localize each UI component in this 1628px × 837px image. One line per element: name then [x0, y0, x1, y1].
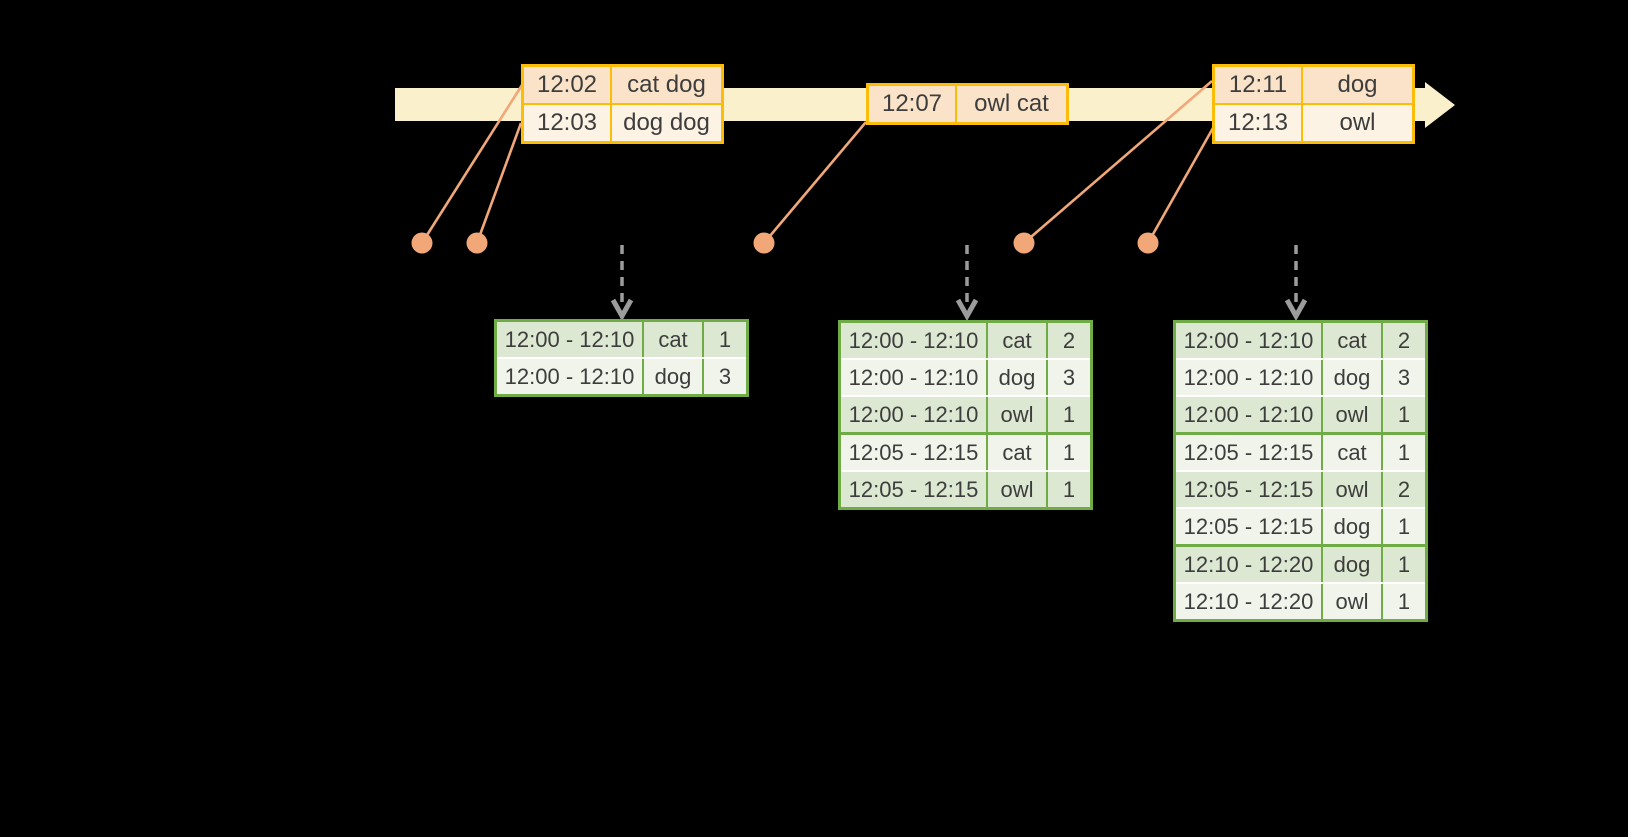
event-row: 12:13 owl	[1215, 103, 1412, 141]
event-dot	[466, 232, 488, 254]
count-cell: 1	[1397, 440, 1411, 465]
word-cell: cat	[1323, 435, 1383, 470]
window-cell: 12:05 - 12:15	[1176, 509, 1323, 544]
event-dot	[1013, 232, 1035, 254]
word-cell: dog	[644, 359, 704, 394]
word-cell: owl	[1323, 397, 1383, 432]
event-connector-line	[475, 122, 523, 244]
count-cell: 1	[1397, 552, 1411, 577]
window-cell: 12:00 - 12:10	[841, 360, 988, 395]
count-cell: 3	[718, 364, 732, 389]
event-table-3: 12:11 dog 12:13 owl	[1212, 64, 1415, 144]
window-cell: 12:00 - 12:10	[1176, 397, 1323, 432]
word-cell: dog	[1323, 547, 1383, 582]
event-time-cell: 12:13	[1215, 105, 1303, 141]
timeline-arrowhead-icon	[1425, 82, 1455, 128]
event-connector-line	[1023, 80, 1213, 244]
event-words-cell: cat dog	[627, 71, 706, 98]
word-cell: cat	[644, 322, 704, 357]
word-cell: owl	[988, 472, 1048, 507]
window-cell: 12:00 - 12:10	[1176, 360, 1323, 395]
trigger-arrowhead-icon	[955, 298, 979, 322]
word-cell: owl	[1323, 584, 1383, 619]
event-words-cell: dog	[1337, 71, 1378, 98]
trigger-arrowhead-icon	[1284, 298, 1308, 322]
window-cell: 12:10 - 12:20	[1176, 547, 1323, 582]
count-cell: 1	[1062, 402, 1076, 427]
count-cell: 1	[1397, 402, 1411, 427]
event-connector-line	[420, 84, 524, 244]
event-words-cell: owl cat	[974, 90, 1049, 117]
event-dot	[411, 232, 433, 254]
event-words-cell: dog dog	[623, 109, 710, 136]
window-cell: 12:00 - 12:10	[497, 322, 644, 357]
count-cell: 2	[1397, 328, 1411, 353]
window-cell: 12:10 - 12:20	[1176, 584, 1323, 619]
trigger-arrowhead-icon	[610, 298, 634, 322]
event-words-cell: owl	[1339, 109, 1376, 136]
event-row: 12:03 dog dog	[524, 103, 721, 141]
count-cell: 2	[1062, 328, 1076, 353]
word-cell: dog	[988, 360, 1048, 395]
window-cell: 12:00 - 12:10	[841, 323, 988, 358]
window-cell: 12:05 - 12:15	[841, 472, 988, 507]
word-cell: dog	[1323, 509, 1383, 544]
count-cell: 3	[1062, 365, 1076, 390]
event-row: 12:02 cat dog	[524, 67, 721, 103]
window-cell: 12:00 - 12:10	[841, 397, 988, 432]
event-time-cell: 12:02	[524, 67, 612, 103]
event-row: 12:11 dog	[1215, 67, 1412, 103]
event-table-2: 12:07 owl cat	[866, 83, 1069, 125]
event-time-cell: 12:03	[524, 105, 612, 141]
window-cell: 12:00 - 12:10	[1176, 323, 1323, 358]
word-cell: cat	[1323, 323, 1383, 358]
event-time-cell: 12:11	[1215, 67, 1303, 103]
window-cell: 12:05 - 12:15	[841, 435, 988, 470]
event-connector-line	[763, 121, 867, 244]
count-cell: 1	[1062, 440, 1076, 465]
word-cell: cat	[988, 435, 1048, 470]
event-row: 12:07 owl cat	[869, 86, 1066, 122]
word-cell: cat	[988, 323, 1048, 358]
word-cell: owl	[1323, 472, 1383, 507]
count-cell: 2	[1397, 477, 1411, 502]
count-cell: 1	[718, 327, 732, 352]
count-cell: 1	[1397, 514, 1411, 539]
window-cell: 12:05 - 12:15	[1176, 472, 1323, 507]
event-connector-line	[1146, 127, 1215, 244]
count-cell: 1	[1062, 477, 1076, 502]
window-cell: 12:05 - 12:15	[1176, 435, 1323, 470]
count-cell: 1	[1397, 589, 1411, 614]
event-time-cell: 12:07	[869, 86, 957, 122]
event-table-1: 12:02 cat dog 12:03 dog dog	[521, 64, 724, 144]
count-cell: 3	[1397, 365, 1411, 390]
event-dot	[753, 232, 775, 254]
event-dot	[1137, 232, 1159, 254]
word-cell: dog	[1323, 360, 1383, 395]
window-cell: 12:00 - 12:10	[497, 359, 644, 394]
word-cell: owl	[988, 397, 1048, 432]
